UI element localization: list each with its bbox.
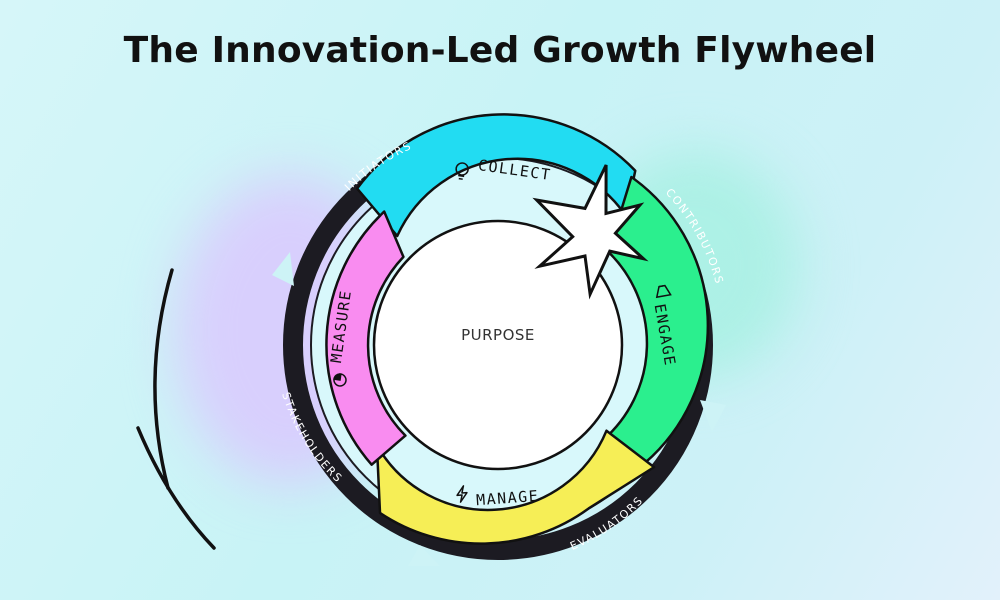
- segment-measure[interactable]: [325, 210, 407, 466]
- motion-line: [136, 426, 216, 550]
- lightning-icon: [456, 485, 468, 503]
- motion-lines: [136, 268, 216, 550]
- segment-manage[interactable]: [375, 429, 656, 545]
- motion-line: [153, 268, 174, 490]
- megaphone-icon: [655, 284, 672, 299]
- pie-chart-icon: [333, 373, 347, 387]
- segment-label-manage: MANAGE: [476, 487, 540, 509]
- purpose-label: PURPOSE: [461, 326, 535, 344]
- page-title: The Innovation-Led Growth Flywheel: [123, 30, 877, 71]
- starburst: [532, 164, 649, 300]
- purpose-circle: [372, 219, 624, 471]
- lightbulb-icon: [455, 162, 469, 180]
